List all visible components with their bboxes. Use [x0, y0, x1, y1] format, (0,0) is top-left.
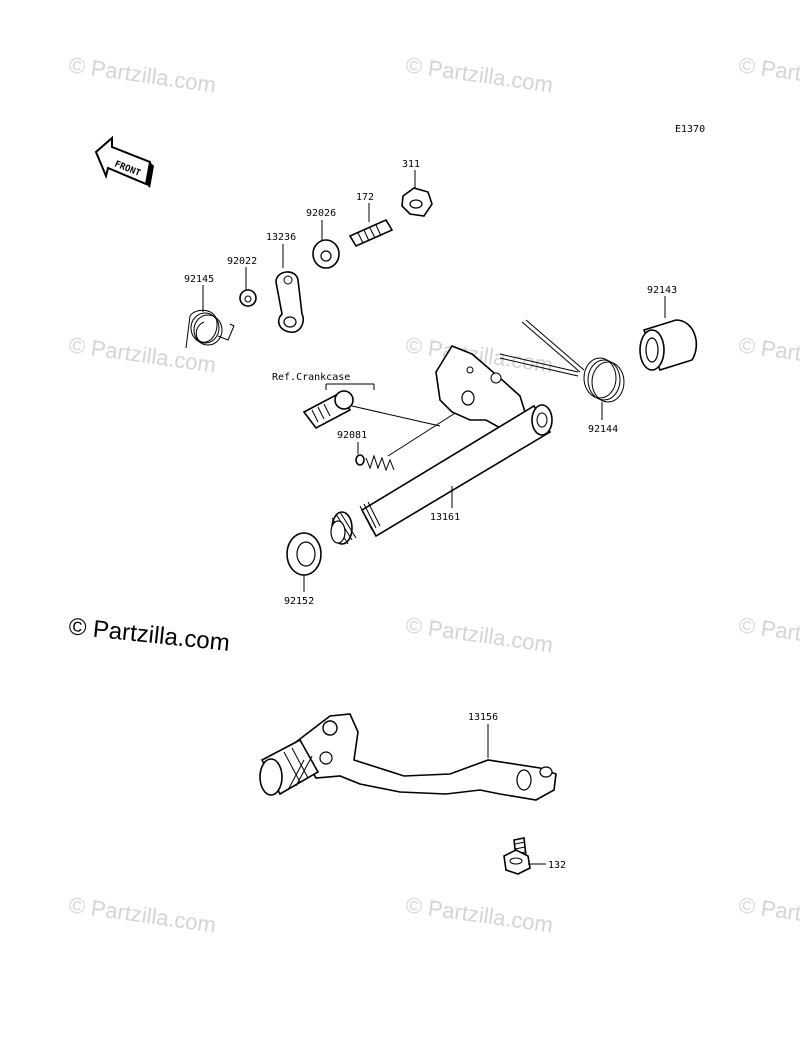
- callout-13161: 13161: [430, 512, 460, 523]
- front-arrow-icon: FRONT: [94, 135, 154, 188]
- watermark: © Partzilla.com: [737, 612, 800, 657]
- callout-132: 132: [548, 860, 566, 871]
- watermark: © Partzilla.com: [737, 892, 800, 937]
- nut-311: [401, 170, 433, 217]
- callout-172: 172: [356, 192, 374, 203]
- shift-pedal-13156: [259, 713, 557, 801]
- diagram-code: E1370: [675, 124, 705, 135]
- watermark: © Partzilla.com: [67, 892, 217, 937]
- watermark: © Partzilla.com: [737, 332, 800, 377]
- callout-13156: 13156: [468, 712, 498, 723]
- watermark: © Partzilla.com: [67, 52, 217, 97]
- return-spring-92144: [499, 319, 625, 420]
- callout-311: 311: [402, 159, 420, 170]
- seal-92152: [286, 532, 322, 592]
- callout-92081: 92081: [337, 430, 367, 441]
- callout-92145: 92145: [184, 274, 214, 285]
- stud-172: [348, 203, 394, 248]
- watermark: © Partzilla.com: [737, 52, 800, 97]
- main-watermark: © Partzilla.com: [67, 613, 231, 657]
- callout-92143: 92143: [647, 285, 677, 296]
- washer-92026: [312, 220, 340, 269]
- shift-shaft-13161: [330, 345, 553, 545]
- callout-92026: 92026: [306, 208, 336, 219]
- watermark: © Partzilla.com: [404, 52, 554, 97]
- callout-92144: 92144: [588, 424, 618, 435]
- callout-ref-crankcase: Ref.Crankcase: [272, 372, 350, 383]
- watermark: © Partzilla.com: [404, 612, 554, 657]
- spring-92081: [355, 454, 395, 472]
- lever-13236: [275, 244, 305, 333]
- callout-92022: 92022: [227, 256, 257, 267]
- callout-13236: 13236: [266, 232, 296, 243]
- crankcase-stud: [302, 390, 354, 430]
- spring-92145: [185, 285, 235, 349]
- bolt-132: [503, 837, 531, 875]
- watermark: © Partzilla.com: [404, 892, 554, 937]
- callout-92152: 92152: [284, 596, 314, 607]
- collar-92143: [639, 296, 698, 371]
- washer-92022: [239, 267, 257, 307]
